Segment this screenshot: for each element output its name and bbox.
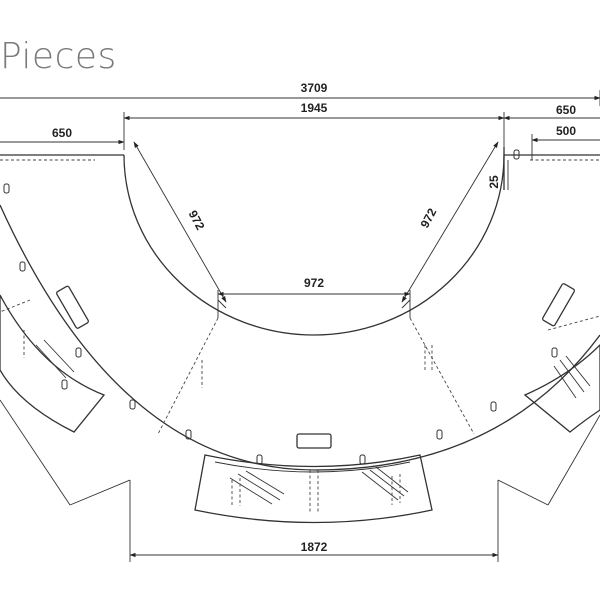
dim-right-inner: 500 (556, 124, 576, 138)
dim-small-gap: 25 (487, 175, 501, 189)
dim-bottom-width: 1872 (301, 540, 328, 554)
cable-ports (56, 283, 575, 449)
dim-right-depth: 650 (556, 103, 576, 117)
counter-bottom (194, 454, 433, 524)
counter-panels (0, 294, 600, 524)
page-title: Pieces (0, 36, 117, 77)
cable-port-right (542, 283, 575, 327)
inner-arc (123, 154, 505, 336)
dim-inner-width: 1945 (301, 101, 328, 115)
dim-radius-right: 972 (418, 206, 440, 231)
dimension-lines (0, 90, 600, 562)
dim-center-width: 972 (304, 276, 324, 290)
counter-right (523, 344, 600, 433)
glass-hatching (35, 339, 591, 505)
desk-outline (0, 147, 600, 471)
dim-left-depth: 650 (52, 126, 72, 140)
counter-left (0, 294, 106, 433)
dim-radius-left: 972 (186, 208, 208, 233)
edge-nubs (3, 149, 558, 465)
segment-dividers (0, 299, 600, 435)
cable-port-left (56, 285, 89, 329)
outer-arc (0, 204, 600, 471)
dim-overall-width: 3709 (301, 81, 328, 95)
support-legs (23, 330, 433, 512)
outer-guides (0, 399, 600, 506)
cable-port-bottom (296, 433, 332, 449)
